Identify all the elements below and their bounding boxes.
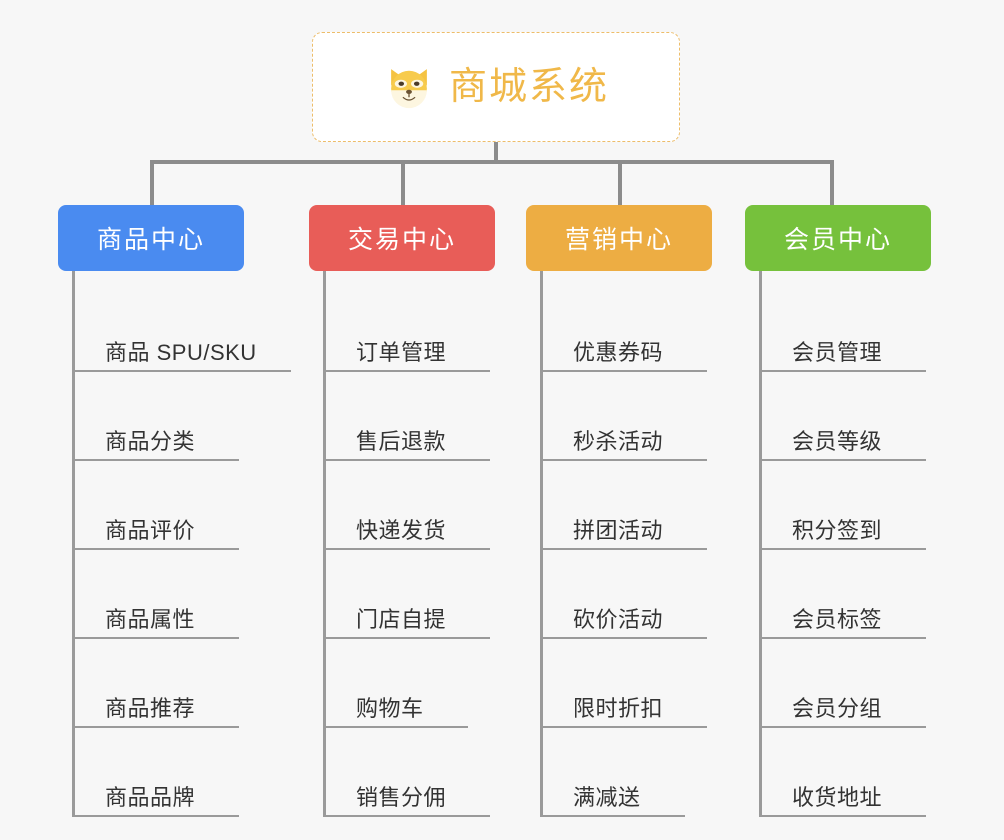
- item-label: 会员等级: [792, 428, 883, 454]
- item-label: 商品评价: [105, 517, 196, 543]
- item-label: 销售分佣: [356, 784, 447, 810]
- item-underline: [543, 370, 707, 372]
- item-label: 秒杀活动: [573, 428, 664, 454]
- list-item[interactable]: 砍价活动: [543, 550, 707, 639]
- list-item[interactable]: 积分签到: [762, 461, 926, 550]
- connector-bus: [150, 160, 834, 164]
- category-header-1[interactable]: 商品中心: [58, 205, 244, 271]
- item-label: 商品 SPU/SKU: [105, 339, 257, 365]
- item-label: 收货地址: [792, 784, 883, 810]
- item-underline: [326, 726, 468, 728]
- list-item[interactable]: 优惠券码: [543, 283, 707, 372]
- category-title: 商品中心: [96, 226, 205, 254]
- list-item[interactable]: 拼团活动: [543, 461, 707, 550]
- list-item[interactable]: 会员分组: [762, 639, 926, 728]
- item-underline: [75, 370, 291, 372]
- list-item[interactable]: 商品 SPU/SKU: [75, 283, 291, 372]
- connector-root-stem: [494, 142, 498, 164]
- item-underline: [75, 637, 239, 639]
- item-label: 满减送: [573, 784, 641, 810]
- item-underline: [326, 815, 490, 817]
- item-underline: [75, 726, 239, 728]
- list-item[interactable]: 会员管理: [762, 283, 926, 372]
- item-underline: [326, 459, 490, 461]
- list-item[interactable]: 商品推荐: [75, 639, 239, 728]
- branch-column-3: 营销中心 优惠券码 秒杀活动 拼团活动 砍价活动 限时折扣: [526, 205, 712, 817]
- category-title: 交易中心: [347, 226, 456, 254]
- item-label: 购物车: [356, 695, 424, 721]
- dog-face-icon: [383, 61, 435, 113]
- item-label: 商品推荐: [105, 695, 196, 721]
- item-underline: [762, 370, 926, 372]
- list-item[interactable]: 商品属性: [75, 550, 239, 639]
- item-underline: [762, 637, 926, 639]
- item-label: 优惠券码: [573, 339, 664, 365]
- item-label: 会员管理: [792, 339, 883, 365]
- item-underline: [75, 548, 239, 550]
- item-label: 商品分类: [105, 428, 196, 454]
- item-list-4: 会员管理 会员等级 积分签到 会员标签 会员分组 收货地址: [759, 271, 931, 817]
- item-label: 订单管理: [356, 339, 447, 365]
- item-underline: [326, 370, 490, 372]
- list-item[interactable]: 订单管理: [326, 283, 490, 372]
- list-item[interactable]: 购物车: [326, 639, 468, 728]
- item-underline: [762, 726, 926, 728]
- list-item[interactable]: 商品品牌: [75, 728, 239, 817]
- connector-drop-1: [150, 160, 154, 207]
- category-header-3[interactable]: 营销中心: [526, 205, 712, 271]
- item-underline: [762, 548, 926, 550]
- item-label: 限时折扣: [573, 695, 664, 721]
- item-underline: [543, 726, 707, 728]
- list-item[interactable]: 收货地址: [762, 728, 926, 817]
- list-item[interactable]: 会员标签: [762, 550, 926, 639]
- category-header-2[interactable]: 交易中心: [309, 205, 495, 271]
- list-item[interactable]: 秒杀活动: [543, 372, 707, 461]
- list-item[interactable]: 快递发货: [326, 461, 490, 550]
- item-underline: [75, 815, 239, 817]
- item-underline: [543, 548, 707, 550]
- item-label: 商品属性: [105, 606, 196, 632]
- item-underline: [326, 637, 490, 639]
- connector-drop-2: [401, 160, 405, 207]
- list-item[interactable]: 销售分佣: [326, 728, 490, 817]
- item-label: 会员标签: [792, 606, 883, 632]
- list-item[interactable]: 满减送: [543, 728, 685, 817]
- category-header-4[interactable]: 会员中心: [745, 205, 931, 271]
- item-underline: [543, 815, 685, 817]
- item-label: 拼团活动: [573, 517, 664, 543]
- branch-column-4: 会员中心 会员管理 会员等级 积分签到 会员标签 会员分组: [745, 205, 931, 817]
- item-label: 门店自提: [356, 606, 447, 632]
- root-node[interactable]: 商城系统: [312, 32, 680, 142]
- item-underline: [543, 459, 707, 461]
- item-list-1: 商品 SPU/SKU 商品分类 商品评价 商品属性 商品推荐 商品品牌: [72, 271, 291, 817]
- connector-drop-4: [830, 160, 834, 207]
- item-underline: [543, 637, 707, 639]
- item-underline: [762, 815, 926, 817]
- list-item[interactable]: 会员等级: [762, 372, 926, 461]
- item-label: 商品品牌: [105, 784, 196, 810]
- item-underline: [326, 548, 490, 550]
- category-title: 会员中心: [783, 226, 892, 254]
- list-item[interactable]: 商品评价: [75, 461, 239, 550]
- connector-drop-3: [618, 160, 622, 207]
- item-label: 快递发货: [356, 517, 447, 543]
- item-label: 积分签到: [792, 517, 883, 543]
- item-label: 会员分组: [792, 695, 883, 721]
- root-title: 商城系统: [448, 66, 609, 108]
- list-item[interactable]: 售后退款: [326, 372, 490, 461]
- item-label: 售后退款: [356, 428, 447, 454]
- branch-column-2: 交易中心 订单管理 售后退款 快递发货 门店自提 购物车: [309, 205, 495, 817]
- category-title: 营销中心: [564, 226, 673, 254]
- list-item[interactable]: 商品分类: [75, 372, 239, 461]
- item-list-2: 订单管理 售后退款 快递发货 门店自提 购物车 销售分佣: [323, 271, 495, 817]
- item-list-3: 优惠券码 秒杀活动 拼团活动 砍价活动 限时折扣 满减送: [540, 271, 712, 817]
- item-label: 砍价活动: [573, 606, 664, 632]
- item-underline: [762, 459, 926, 461]
- list-item[interactable]: 门店自提: [326, 550, 490, 639]
- item-underline: [75, 459, 239, 461]
- list-item[interactable]: 限时折扣: [543, 639, 707, 728]
- branch-column-1: 商品中心 商品 SPU/SKU 商品分类 商品评价 商品属性 商品推荐: [58, 205, 291, 817]
